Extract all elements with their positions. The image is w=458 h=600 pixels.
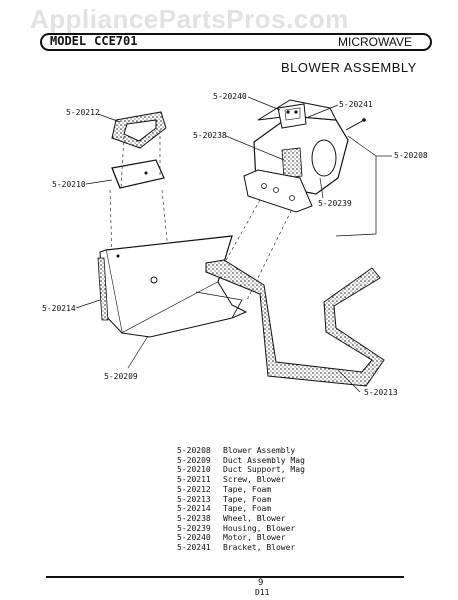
page-code: D11 bbox=[255, 588, 270, 597]
parts-list-row: 5-20213 Tape, Foam bbox=[177, 495, 305, 505]
callout-5-20240: 5-20240 bbox=[213, 92, 247, 101]
parts-list-row: 5-20241 Bracket, Blower bbox=[177, 543, 305, 553]
foam-tape-top-gasket bbox=[111, 111, 167, 149]
parts-list: 5-20208 Blower Assembly 5-20209 Duct Assemb… bbox=[177, 446, 305, 553]
callout-leaders bbox=[75, 96, 392, 393]
callout-5-20208: 5-20208 bbox=[394, 151, 428, 160]
part-number: 5-20208 bbox=[177, 446, 211, 455]
part-description: Tape, Foam bbox=[223, 494, 272, 504]
assembly-guide-lines bbox=[109, 130, 295, 311]
duct-support-block bbox=[111, 159, 165, 189]
model-label: MODEL bbox=[50, 34, 87, 48]
parts-list-row: 5-20214 Tape, Foam bbox=[177, 504, 305, 514]
parts-list-row: 5-20238 Wheel, Blower bbox=[177, 514, 305, 524]
callout-5-20239: 5-20239 bbox=[318, 199, 352, 208]
part-description: Motor, Blower bbox=[223, 533, 286, 543]
callout-5-20241: 5-20241 bbox=[339, 100, 373, 109]
part-number: 5-20238 bbox=[177, 513, 211, 523]
part-description: Tape, Foam bbox=[223, 504, 272, 514]
part-number: 5-20212 bbox=[177, 484, 211, 494]
parts-list-row: 5-20239 Housing, Blower bbox=[177, 524, 305, 534]
part-number: 5-20211 bbox=[177, 475, 211, 485]
callout-5-20238: 5-20238 bbox=[193, 131, 227, 140]
parts-list-row: 5-20211 Screw, Blower bbox=[177, 475, 305, 485]
parts-list-row: 5-20240 Motor, Blower bbox=[177, 533, 305, 543]
part-description: Tape, Foam bbox=[223, 484, 272, 494]
parts-list-row: 5-20209 Duct Assembly Mag bbox=[177, 456, 305, 466]
page-number: 9 bbox=[258, 578, 264, 588]
category-label: MICROWAVE bbox=[338, 35, 412, 49]
part-number: 5-20210 bbox=[177, 465, 211, 475]
page-title: BLOWER ASSEMBLY bbox=[281, 60, 417, 75]
part-description: Duct Support, Mag bbox=[223, 465, 305, 475]
foam-tape-side-strip bbox=[97, 257, 109, 321]
part-description: Bracket, Blower bbox=[223, 543, 296, 553]
part-number: 5-20239 bbox=[177, 523, 211, 533]
part-number: 5-20214 bbox=[177, 504, 211, 514]
callout-5-20214: 5-20214 bbox=[42, 304, 76, 313]
parts-list-row: 5-20212 Tape, Foam bbox=[177, 485, 305, 495]
part-description: Screw, Blower bbox=[223, 475, 286, 485]
part-description: Duct Assembly Mag bbox=[223, 455, 305, 465]
part-number: 5-20241 bbox=[177, 543, 211, 553]
model-heading: MODEL CCE701 bbox=[50, 34, 137, 48]
callout-5-20213: 5-20213 bbox=[364, 388, 398, 397]
part-number: 5-20240 bbox=[177, 533, 211, 543]
duct-assembly bbox=[99, 235, 248, 338]
callout-5-20212: 5-20212 bbox=[66, 108, 100, 117]
part-description: Housing, Blower bbox=[223, 523, 296, 533]
part-description: Blower Assembly bbox=[223, 446, 296, 455]
watermark: AppliancePartsPros.com bbox=[30, 4, 349, 34]
callout-5-20210: 5-20210 bbox=[52, 180, 86, 189]
part-number: 5-20209 bbox=[177, 455, 211, 465]
blower-assembly bbox=[243, 99, 366, 213]
foam-tape-long-strip bbox=[205, 259, 385, 387]
parts-list-row: 5-20208 Blower Assembly bbox=[177, 446, 305, 456]
footer-rule bbox=[46, 576, 404, 578]
part-number: 5-20213 bbox=[177, 494, 211, 504]
header-banner bbox=[40, 33, 432, 51]
callout-5-20209: 5-20209 bbox=[104, 372, 138, 381]
parts-list-row: 5-20210 Duct Support, Mag bbox=[177, 465, 305, 475]
part-description: Wheel, Blower bbox=[223, 513, 286, 523]
model-code: CCE701 bbox=[94, 34, 138, 48]
